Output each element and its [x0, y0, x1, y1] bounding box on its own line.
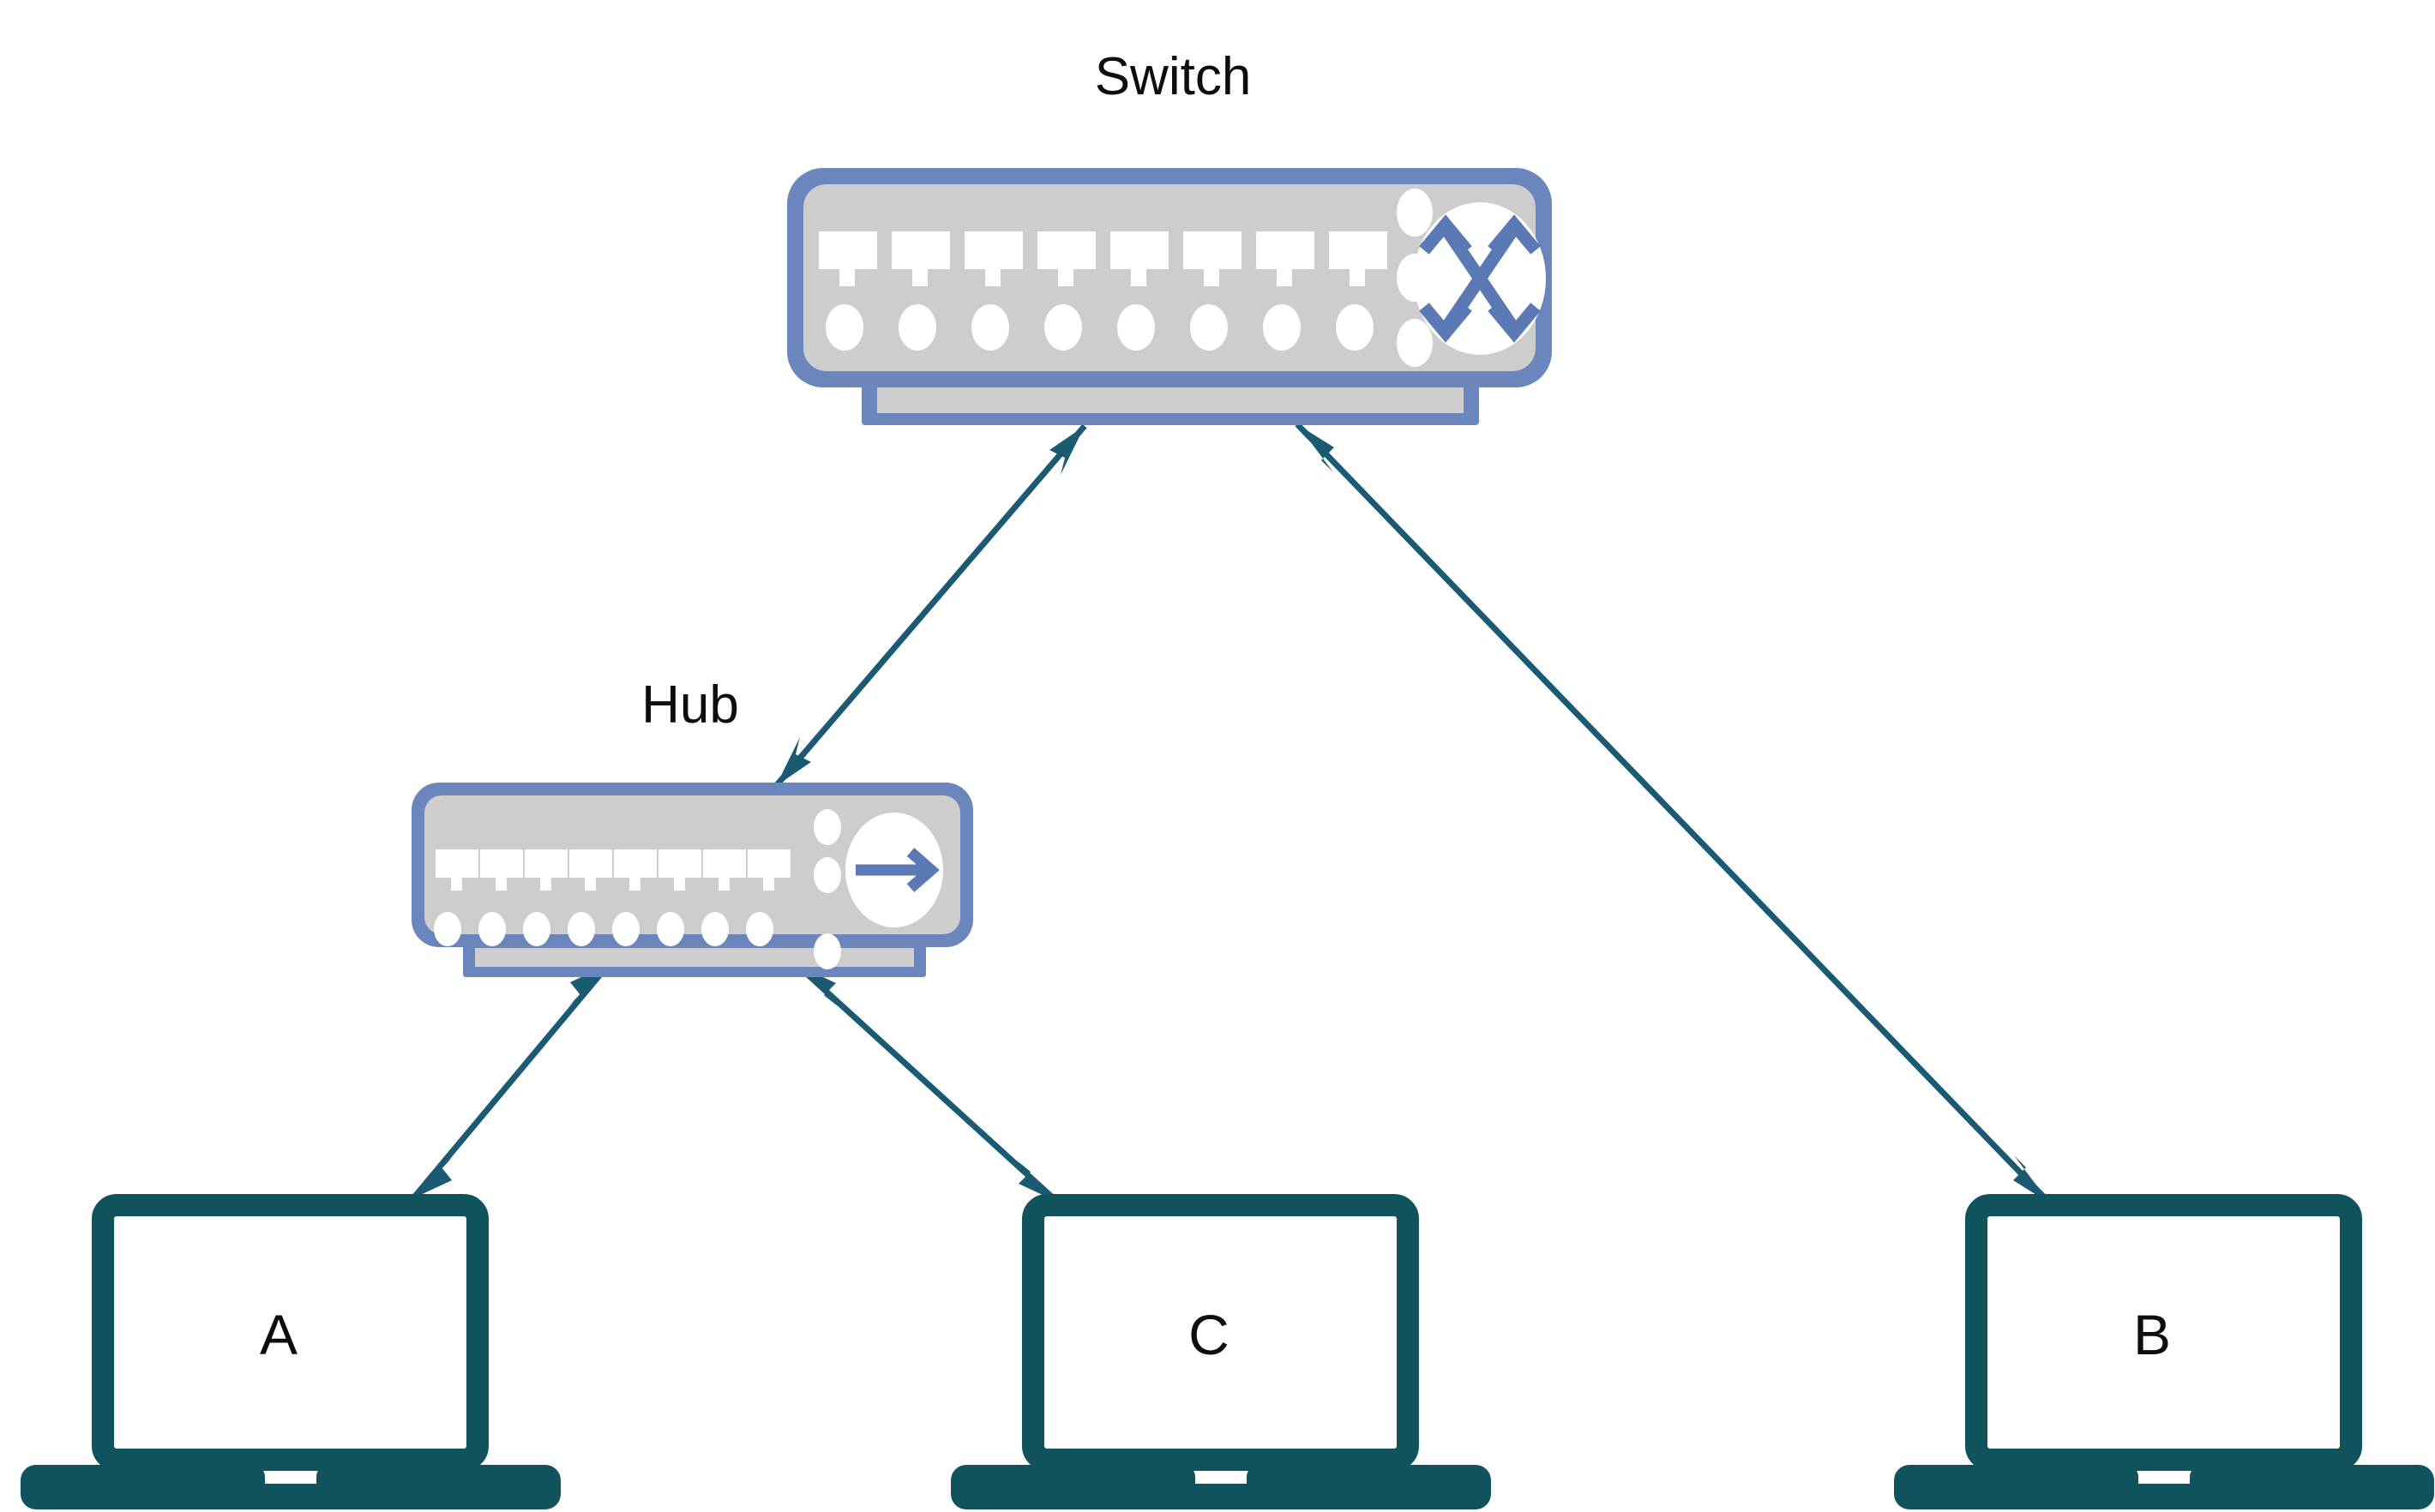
laptop-c-label: C	[1188, 1303, 1230, 1366]
switch-port-8	[1329, 231, 1387, 286]
link-switch-hub-line	[773, 423, 1087, 789]
laptop-b-screen	[1999, 1227, 2329, 1437]
link-hub-a-line	[411, 962, 611, 1201]
hub-badge	[845, 813, 943, 927]
link-switch-b-line	[1295, 422, 2053, 1206]
hub-side-led-3	[814, 933, 841, 969]
link-switch-hub-arrowhead-bottom	[776, 737, 811, 786]
hub-port-1	[436, 849, 478, 891]
host-laptop-b[interactable]: B	[1894, 1194, 2434, 1509]
laptop-a-label: A	[260, 1303, 298, 1366]
switch-side-led-1	[1397, 189, 1433, 237]
link-hub-a[interactable]	[411, 962, 611, 1201]
hub-port-7	[703, 849, 746, 891]
crossed-bidirectional-arrows-icon	[1419, 214, 1541, 343]
link-switch-b-arrowhead-bottom	[2013, 1155, 2050, 1203]
right-arrow-icon	[856, 848, 940, 892]
hub-side-led-1	[814, 809, 841, 845]
host-laptop-a[interactable]: A	[21, 1194, 561, 1509]
switch-port-2	[892, 231, 950, 286]
hub-port-5	[614, 849, 657, 891]
hub-led-1	[434, 912, 461, 946]
switch-led-2	[899, 304, 936, 351]
hub-port-4	[569, 849, 612, 891]
switch-led-5	[1117, 304, 1155, 351]
hub-side-led-group	[814, 809, 841, 969]
hub-led-7	[701, 912, 729, 946]
switch-port-group	[819, 231, 1387, 286]
laptop-c-lid	[1022, 1194, 1419, 1471]
link-hub-c-arrowhead-bottom	[1017, 1161, 1057, 1202]
laptop-b-label: B	[2133, 1303, 2171, 1366]
hub-port-6	[658, 849, 701, 891]
laptop-a-screen	[125, 1227, 455, 1437]
laptop-b-lid	[1965, 1194, 2362, 1471]
switch-led-group	[826, 304, 1374, 351]
hub-stand-face	[475, 948, 914, 967]
hub-led-5	[612, 912, 640, 946]
link-hub-c[interactable]	[795, 963, 1060, 1204]
laptop-b-base	[1894, 1465, 2434, 1509]
laptop-c-base	[951, 1465, 1491, 1509]
hub-led-6	[657, 912, 684, 946]
link-switch-b-arrowhead-top	[1297, 424, 1334, 472]
switch-stand-face	[877, 387, 1464, 413]
switch-side-led-3	[1397, 319, 1433, 367]
device-switch[interactable]: Switch	[787, 47, 1552, 425]
link-switch-b[interactable]	[1295, 422, 2053, 1206]
hub-port-8	[748, 849, 791, 891]
hub-side-led-2	[814, 857, 841, 893]
switch-port-5	[1110, 231, 1169, 286]
link-switch-hub[interactable]	[773, 423, 1087, 789]
hub-label: Hub	[641, 675, 739, 735]
laptop-a-base	[21, 1465, 561, 1509]
hub-led-4	[568, 912, 595, 946]
switch-badge	[1414, 202, 1546, 355]
link-hub-a-arrowhead-bottom	[413, 1155, 454, 1198]
switch-led-6	[1190, 304, 1228, 351]
switch-label: Switch	[1095, 47, 1252, 106]
link-hub-c-line	[795, 963, 1060, 1204]
switch-port-1	[819, 231, 877, 286]
switch-led-4	[1044, 304, 1082, 351]
host-laptop-c[interactable]: C	[951, 1194, 1491, 1509]
switch-led-7	[1263, 304, 1301, 351]
hub-port-2	[480, 849, 523, 891]
device-hub[interactable]: Hub	[412, 675, 973, 977]
laptop-c-screen	[1055, 1227, 1386, 1437]
hub-led-3	[523, 912, 550, 946]
switch-led-3	[971, 304, 1009, 351]
switch-led-8	[1336, 304, 1374, 351]
link-switch-hub-arrowhead-top	[1049, 426, 1085, 475]
switch-port-7	[1256, 231, 1314, 286]
hub-port-3	[525, 849, 568, 891]
switch-port-6	[1183, 231, 1242, 286]
laptop-a-lid	[92, 1194, 489, 1471]
hub-led-8	[746, 912, 773, 946]
switch-port-3	[965, 231, 1023, 286]
switch-port-4	[1037, 231, 1096, 286]
hub-port-group	[436, 849, 791, 891]
switch-led-1	[826, 304, 863, 351]
hub-led-group	[434, 912, 773, 946]
hub-led-2	[478, 912, 506, 946]
